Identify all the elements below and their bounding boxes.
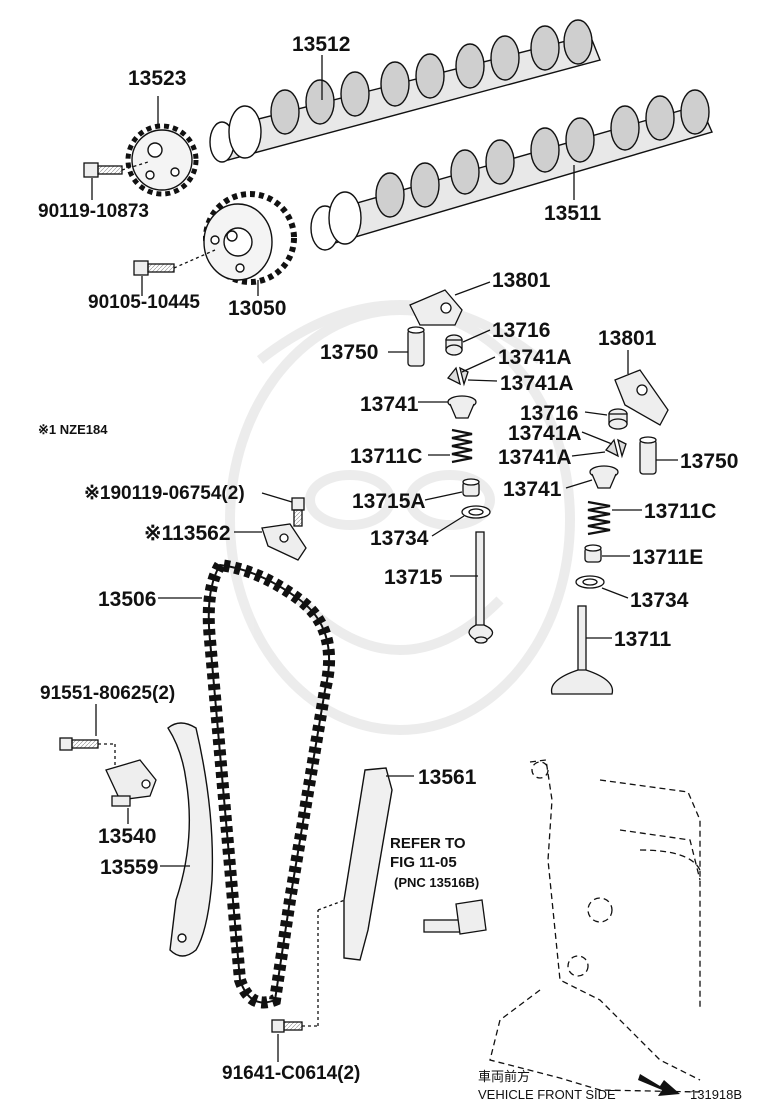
bolt-91641-C0614[interactable] xyxy=(271,899,346,1033)
label-13734-left[interactable]: 13734 xyxy=(370,527,429,550)
label-13801-right[interactable]: 13801 xyxy=(598,327,657,350)
label-13711E[interactable]: 13711E xyxy=(632,546,704,569)
label-13540[interactable]: 13540 xyxy=(98,825,157,848)
label-13711C-left[interactable]: 13711C xyxy=(350,445,423,468)
label-13562[interactable]: ※113562 xyxy=(144,522,231,545)
label-13715A[interactable]: 13715A xyxy=(352,490,426,513)
valve-shim-13716-left[interactable] xyxy=(445,334,463,356)
bracket-13562[interactable] xyxy=(261,523,307,561)
leader-13801-left xyxy=(454,281,491,296)
leader-13741A-right-1 xyxy=(581,431,613,445)
chain-slipper-13559[interactable] xyxy=(167,722,214,957)
valve-shim-13716-right[interactable] xyxy=(608,408,628,430)
rocker-arm-13801-left[interactable] xyxy=(409,289,463,326)
label-13561[interactable]: 13561 xyxy=(418,766,477,789)
label-13750-right[interactable]: 13750 xyxy=(680,450,739,473)
valve-keeper-13741A-right[interactable] xyxy=(604,438,627,459)
label-13050[interactable]: 13050 xyxy=(228,297,287,320)
valve-spring-13711C-left[interactable] xyxy=(451,428,473,464)
label-13711C-right[interactable]: 13711C xyxy=(644,500,717,523)
label-91551-80625[interactable]: 91551-80625(2) xyxy=(40,683,176,704)
label-13741A-left-1[interactable]: 13741A xyxy=(498,346,572,369)
bolt-90105-10445[interactable] xyxy=(133,249,216,276)
refer-note-line3: (PNC 13516B) xyxy=(394,875,480,890)
leader-13734-left xyxy=(431,515,465,537)
lash-adjuster-13750-right[interactable] xyxy=(639,436,657,475)
valve-seal-13715A[interactable] xyxy=(462,478,480,497)
intake-valve-13711[interactable] xyxy=(550,605,614,695)
label-13715[interactable]: 13715 xyxy=(384,566,443,589)
leader-13716-left xyxy=(462,329,491,343)
camshaft-intake-13511[interactable] xyxy=(310,89,713,251)
bolt-90119-10873[interactable] xyxy=(83,161,149,178)
engine-block-outline xyxy=(489,759,701,1093)
label-13741-right[interactable]: 13741 xyxy=(503,478,562,501)
label-13741-left[interactable]: 13741 xyxy=(360,393,419,416)
leader-13741A-left-1 xyxy=(461,356,496,373)
leader-13741A-left-2 xyxy=(467,379,498,382)
watermark-emblem xyxy=(225,300,575,735)
valve-seal-13711E[interactable] xyxy=(584,544,602,563)
label-90119-06754[interactable]: ※190119-06754(2) xyxy=(84,483,245,504)
footnote-nze184: ※1 NZE184 xyxy=(38,422,108,437)
figure-id: 131918B xyxy=(690,1087,743,1102)
bolt-90119-06754[interactable] xyxy=(291,497,305,527)
leader-13741A-right-2 xyxy=(571,451,606,457)
label-13716-left[interactable]: 13716 xyxy=(492,319,551,342)
referenced-part-13516B[interactable] xyxy=(423,899,487,935)
bolt-91551-80625[interactable] xyxy=(59,737,116,770)
rocker-arm-13801-right[interactable] xyxy=(614,369,669,426)
label-13801-left[interactable]: 13801 xyxy=(492,269,551,292)
leader-13715A xyxy=(424,491,463,501)
label-13506[interactable]: 13506 xyxy=(98,588,157,611)
valve-spring-13711C-right[interactable] xyxy=(587,500,611,536)
label-91641-C0614[interactable]: 91641-C0614(2) xyxy=(222,1063,361,1084)
chain-tensioner-13540[interactable] xyxy=(105,759,157,807)
leader-13734-right xyxy=(601,587,629,599)
camshaft-exhaust-13512[interactable] xyxy=(209,19,601,163)
label-13559[interactable]: 13559 xyxy=(100,856,159,879)
timing-chain-13506[interactable] xyxy=(202,558,336,1009)
label-13711[interactable]: 13711 xyxy=(614,628,672,651)
exhaust-valve-13715[interactable] xyxy=(468,531,494,644)
valve-retainer-13741-left[interactable] xyxy=(447,395,477,419)
chain-guide-13561[interactable] xyxy=(343,767,393,961)
label-13734-right[interactable]: 13734 xyxy=(630,589,689,612)
label-13511[interactable]: 13511 xyxy=(544,202,602,225)
lash-adjuster-13750-left[interactable] xyxy=(407,326,425,367)
label-13716-right[interactable]: 13716 xyxy=(520,402,579,425)
valve-retainer-13741-right[interactable] xyxy=(589,465,619,489)
spring-seat-13734-right[interactable] xyxy=(575,575,605,589)
leader-13741-right xyxy=(565,479,593,489)
label-13512[interactable]: 13512 xyxy=(292,33,351,56)
label-13741A-right-2[interactable]: 13741A xyxy=(498,446,572,469)
label-13741A-right-1[interactable]: 13741A xyxy=(508,422,582,445)
label-90105-10445[interactable]: 90105-10445 xyxy=(88,292,200,313)
leader-90119-06754 xyxy=(261,492,293,503)
refer-note-line2: FIG 11-05 xyxy=(390,854,457,871)
label-90119-10873[interactable]: 90119-10873 xyxy=(38,201,149,222)
spring-seat-13734-left[interactable] xyxy=(461,505,491,519)
label-13750-left[interactable]: 13750 xyxy=(320,341,379,364)
vehicle-front-jp: 車両前方 xyxy=(478,1069,531,1084)
vehicle-front-arrow xyxy=(638,1074,680,1096)
label-13523[interactable]: 13523 xyxy=(128,67,187,90)
cam-timing-gear-13050[interactable] xyxy=(203,191,297,285)
vehicle-front-en: VEHICLE FRONT SIDE xyxy=(478,1087,616,1102)
label-13741A-left-2[interactable]: 13741A xyxy=(500,372,574,395)
leader-13716-right xyxy=(584,411,608,416)
refer-note-line1: REFER TO xyxy=(390,835,466,852)
sprocket-13523[interactable] xyxy=(125,123,199,197)
